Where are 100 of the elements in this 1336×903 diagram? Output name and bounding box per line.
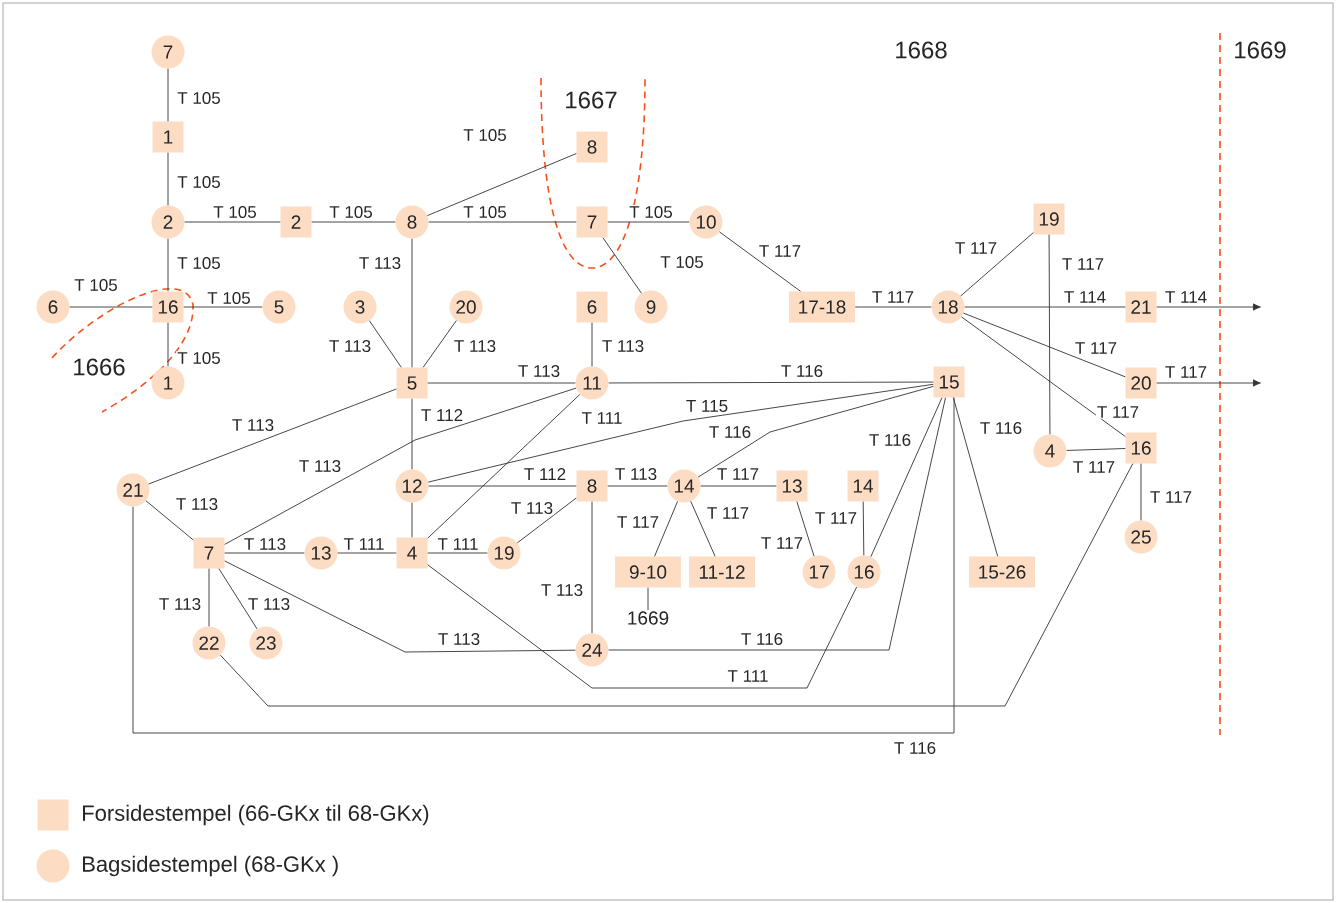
connector-line <box>427 394 581 539</box>
connector-line <box>961 316 1126 437</box>
edge-label: T 115 <box>684 399 730 413</box>
connector-line <box>607 485 668 487</box>
edge-label: T 105 <box>659 255 705 269</box>
connector-line <box>411 238 413 368</box>
edge-label: T 117 <box>1060 257 1106 271</box>
edge-label: T 111 <box>580 411 624 425</box>
connector-line <box>591 322 593 367</box>
edge-label: T 105 <box>462 128 508 142</box>
connector-line <box>167 152 169 206</box>
connector-line <box>369 320 402 368</box>
connector-line <box>311 221 396 223</box>
connector-line <box>208 568 210 627</box>
connector-line <box>1066 448 1126 451</box>
edge-label: T 117 <box>1095 405 1141 419</box>
connector-line <box>218 568 258 630</box>
edge-label: T 113 <box>327 339 373 353</box>
edge-label: T 116 <box>978 421 1024 436</box>
year-label: 1668 <box>896 41 947 59</box>
connector-line <box>167 322 169 367</box>
year-label: 1667 <box>566 91 617 109</box>
stamp-box: 16 <box>1125 432 1157 464</box>
edge-label: T 111 <box>726 669 770 683</box>
year-label: 1666 <box>74 358 125 376</box>
edge-label: T 113 <box>516 364 562 378</box>
edge-label: T 105 <box>462 205 508 219</box>
edge-label: T 114 <box>1062 290 1108 304</box>
edge-label: T 105 <box>206 291 252 306</box>
edge-label: T 113 <box>357 256 403 270</box>
stamp-box: 16 <box>152 291 184 323</box>
connector-line <box>428 221 577 223</box>
connector-line <box>862 501 865 556</box>
edge-label: T 105 <box>176 175 222 189</box>
edge-label: T 117 <box>1073 341 1119 355</box>
edge-label: T 117 <box>757 244 803 258</box>
connector-line <box>427 383 934 483</box>
connector-line <box>167 68 169 122</box>
edge-label: T 113 <box>452 339 498 353</box>
edge-label: T 117 <box>953 241 999 255</box>
arrow <box>1156 303 1261 311</box>
stamp-box: 14 <box>847 470 879 502</box>
edge-label: T 105 <box>328 205 374 219</box>
edge-label: T 117 <box>715 467 761 481</box>
connector-line <box>690 500 716 557</box>
edge-label: T 116 <box>739 632 785 647</box>
edge-label: T 116 <box>779 364 825 378</box>
edge-label: T 105 <box>176 351 222 366</box>
edge-label: T 105 <box>73 278 119 292</box>
edge-label: T 116 <box>707 425 753 440</box>
connector-line <box>411 398 413 470</box>
edge-label: T 111 <box>436 537 480 551</box>
connector-line <box>700 485 777 487</box>
connector-line <box>854 306 932 308</box>
edge-label: T 117 <box>1148 490 1194 504</box>
stamp-box: 4 <box>396 537 428 569</box>
connector-line <box>719 231 802 292</box>
connector-line <box>411 502 413 538</box>
stamp-box: 2 <box>280 206 312 238</box>
connector-line <box>1140 463 1142 521</box>
year-label: 1669 <box>1235 41 1286 59</box>
connector-line <box>224 387 577 545</box>
stamp-box: 5 <box>396 367 428 399</box>
connector-line <box>167 238 169 292</box>
connector-line <box>428 485 577 487</box>
connector-line <box>184 221 281 223</box>
edge-label: T 117 <box>870 290 916 304</box>
stamp-box: 11-12 <box>689 556 755 588</box>
stamp-box: 21 <box>1125 291 1157 323</box>
edge-label: T 117 <box>759 536 805 550</box>
stamp-box: 20 <box>1125 367 1157 399</box>
stamp-box: 17-18 <box>789 291 855 323</box>
edge-label: T 113 <box>613 467 659 482</box>
edge-label: T 113 <box>600 339 646 353</box>
edge-label: T 116 <box>867 433 913 448</box>
edge-label: T 105 <box>212 205 258 219</box>
edge-label: T 113 <box>436 632 482 647</box>
edge-label: T 113 <box>509 501 555 516</box>
edge-label: T 117 <box>615 515 661 529</box>
edge-label: T 105 <box>628 205 674 219</box>
connector-line <box>427 552 488 554</box>
edge-label: T 113 <box>230 418 276 433</box>
connector-line <box>69 306 153 308</box>
edge-label: T 117 <box>705 506 751 520</box>
connector-line <box>224 560 576 653</box>
edge-label: T 112 <box>419 408 465 422</box>
arrow <box>1156 379 1261 387</box>
stamp-box: 15-26 <box>969 556 1035 588</box>
connector-line <box>870 397 943 558</box>
connector-line <box>608 381 934 384</box>
connector-line <box>602 237 642 294</box>
edge-label: T 114 <box>1163 290 1209 304</box>
connector-line <box>132 397 955 734</box>
connector-line <box>697 385 934 478</box>
edge-label: T 105 <box>176 256 222 270</box>
stamp-box: 9-10 <box>615 556 681 588</box>
stamp-box: 7 <box>576 206 608 238</box>
edge-label: T 113 <box>174 497 220 512</box>
stamp-box: 8 <box>576 131 608 163</box>
stamp-box: 15 <box>933 366 965 398</box>
